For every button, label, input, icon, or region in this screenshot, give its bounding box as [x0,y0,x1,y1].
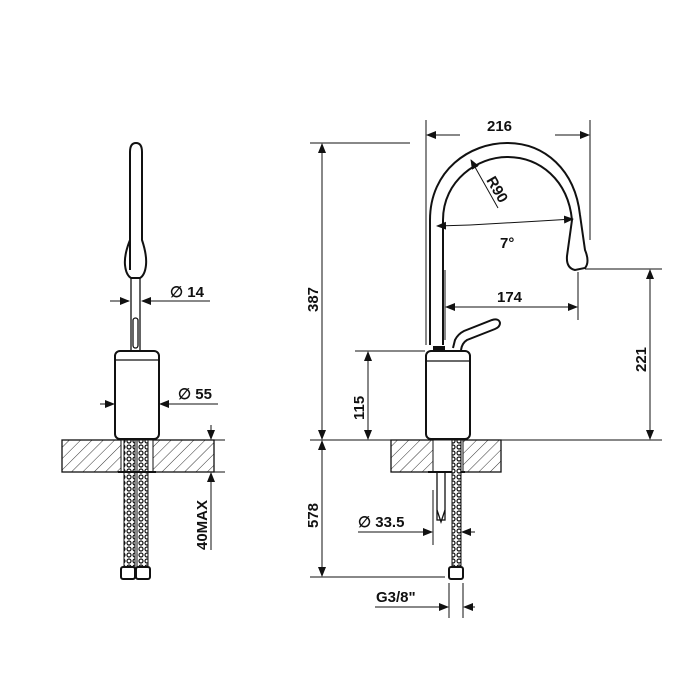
side-body [114,350,160,440]
side-spout [123,141,148,279]
dim-hose-length: 578 [305,503,322,528]
dim-spout-radius: R90 [483,174,511,206]
dim-body-diameter: ∅ 55 [178,386,212,403]
side-hose-right [136,439,149,569]
side-view: ∅ 14 ∅ 55 40MAX [61,141,225,580]
front-handle [452,318,502,351]
dim-spout-reach-total: 216 [487,118,512,135]
dim-total-height: 387 [305,287,322,312]
dim-outlet-height: 221 [633,347,650,372]
front-body [425,350,471,440]
dim-connection-thread: G3/8" [376,589,416,606]
dim-max-thickness: 40MAX [194,500,211,550]
dim-spout-reach: 174 [497,289,523,306]
dim-spout-diameter: ∅ 14 [170,284,205,301]
front-view: 216 R90 7° 387 174 221 115 [305,118,662,618]
side-hose-left [123,439,136,569]
dim-hole-diameter: ∅ 33.5 [358,514,404,531]
dim-body-height: 115 [351,396,368,420]
front-spout-outer [429,141,589,345]
front-hose [451,439,462,569]
dim-spout-angle: 7° [500,235,514,252]
